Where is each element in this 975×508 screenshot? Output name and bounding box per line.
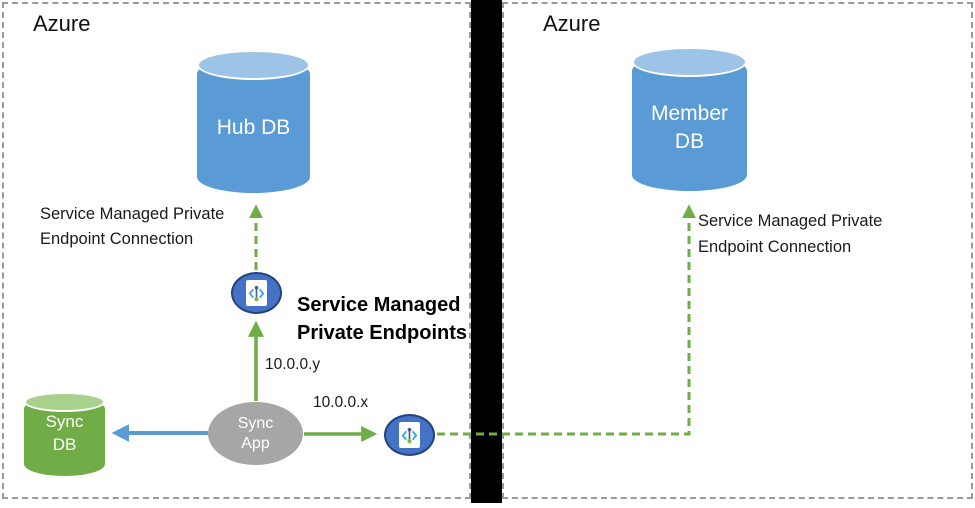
- member-db-label: Member DB: [632, 100, 747, 156]
- sync-db-label: Sync DB: [24, 410, 105, 456]
- member-connection-label-line1: Service Managed Private: [698, 212, 883, 230]
- hub-db-top: [197, 50, 310, 80]
- sync-db-label-line1: Sync: [45, 412, 84, 431]
- member-connection-label: Service Managed Private Endpoint Connect…: [698, 208, 882, 260]
- private-endpoints-title-line2: Private Endpoints: [297, 322, 468, 344]
- member-db-label-line1: Member: [650, 102, 729, 125]
- private-endpoints-title: Service Managed Private Endpoints: [297, 291, 467, 347]
- hub-db-node: Hub DB: [197, 50, 310, 193]
- private-endpoint-icon-glyph: [248, 285, 265, 301]
- azure-title-right: Azure: [543, 11, 601, 36]
- hub-connection-label-line1: Service Managed Private: [40, 205, 225, 223]
- ip-label-hub: 10.0.0.y: [265, 356, 321, 373]
- private-endpoint-icon-glyph: [401, 427, 418, 443]
- hub-db-label: Hub DB: [216, 116, 291, 139]
- sync-app-label-line2: App: [241, 434, 270, 452]
- region-divider: [471, 0, 502, 503]
- member-db-node: Member DB: [632, 47, 747, 191]
- private-endpoint-node-member: [384, 414, 435, 456]
- sync-db-node: Sync DB: [24, 392, 105, 476]
- hub-connection-label: Service Managed Private Endpoint Connect…: [40, 202, 224, 252]
- sync-db-top: [24, 392, 105, 412]
- ip-label-member: 10.0.0.x: [313, 394, 369, 411]
- sync-app-node: Sync App: [208, 402, 303, 465]
- sync-db-label-line2: DB: [52, 435, 77, 454]
- member-connection-label-line2: Endpoint Connection: [698, 238, 852, 256]
- private-endpoint-icon: [246, 280, 267, 306]
- member-db-body: [632, 55, 747, 191]
- private-endpoints-title-line1: Service Managed: [297, 294, 461, 316]
- sync-app-label: Sync App: [238, 414, 274, 454]
- azure-title-left: Azure: [33, 11, 91, 36]
- member-db-top: [632, 47, 747, 77]
- hub-connection-label-line2: Endpoint Connection: [40, 230, 194, 248]
- hub-db-body: [197, 58, 310, 193]
- member-db-label-line2: DB: [674, 130, 705, 153]
- sync-app-label-line1: Sync: [237, 414, 274, 432]
- private-endpoint-icon: [399, 422, 420, 448]
- private-endpoint-node-hub: [231, 272, 282, 314]
